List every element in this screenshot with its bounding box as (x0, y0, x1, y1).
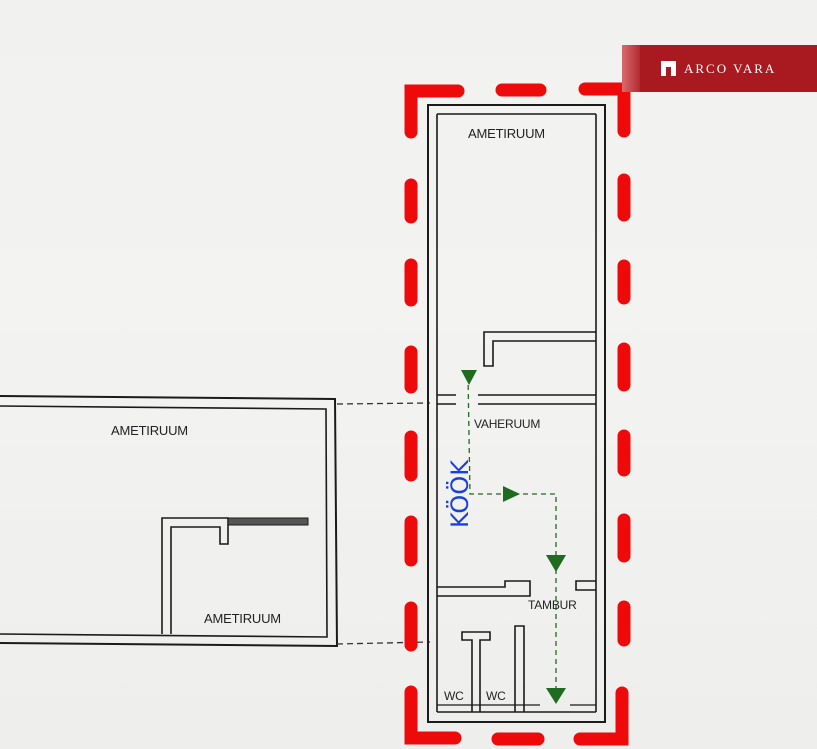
wc-partition-right (514, 625, 525, 712)
room-label-left-inner: AMETIRUUM (204, 611, 281, 626)
route-arrows (461, 370, 566, 704)
kitchen-label: KÖÖK (445, 459, 474, 528)
brand-banner: ARCO VARA (622, 45, 817, 92)
room-label-vaheruum: VAHERUUM (474, 417, 540, 431)
right-building (427, 104, 606, 723)
room-label-wc-left: WC (444, 689, 464, 703)
room-label-right-top: AMETIRUUM (468, 126, 545, 141)
route-arrow-down-bottom-icon (546, 688, 566, 704)
route-arrow-down-mid-icon (546, 555, 566, 572)
route-arrow-right-icon (503, 486, 520, 502)
wc-partition-left (461, 631, 491, 712)
highlight-boundary (404, 82, 631, 746)
right-building-outer-wall (427, 104, 606, 723)
route-path (467, 375, 557, 700)
left-inner-room-wall (161, 517, 229, 634)
brand-name: ARCO VARA (684, 61, 777, 76)
arch-logo-icon (661, 61, 676, 76)
room-label-tambur: TAMBUR (528, 598, 577, 612)
room-label-left-big: AMETIRUUM (111, 423, 188, 438)
tambur-door-stub (575, 580, 596, 591)
boundary-corner-top-left (404, 84, 465, 139)
left-building-inner-wall (0, 405, 328, 638)
partition-upper (483, 331, 596, 367)
connector-dashed-top (336, 402, 431, 405)
boundary-corner-bottom-right (573, 686, 629, 746)
connector-dashed-bottom (336, 641, 431, 645)
left-building (0, 395, 339, 648)
boundary-corner-bottom-left (404, 685, 462, 745)
brand-stripe (622, 45, 640, 92)
left-inner-shelf (227, 517, 309, 526)
partition-lower (437, 580, 531, 597)
room-label-wc-right: WC (486, 689, 506, 703)
left-building-outer-wall (0, 395, 339, 648)
route-arrow-down-top-icon (461, 370, 477, 385)
